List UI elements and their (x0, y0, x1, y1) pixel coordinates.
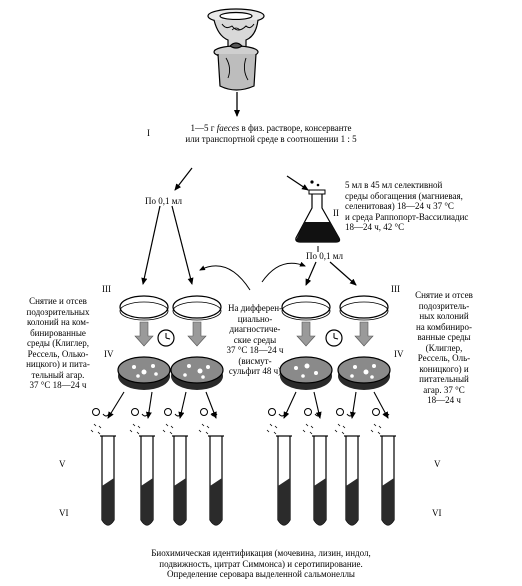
plate-row-iv (117, 356, 391, 390)
text-line: ванные среды (417, 332, 471, 342)
toilet-icon (207, 8, 265, 91)
step-ii-text: 5 мл в 45 мл селективной среды обогащени… (345, 180, 495, 233)
left-note: Снятие и отсев подозрительных колоний на… (18, 296, 98, 391)
center-note: На дифферен- циально- диагностиче- ские … (215, 303, 295, 377)
text-line: среды (Клиглер, (26, 338, 90, 348)
text-line: 5 мл в 45 мл селективной (345, 180, 443, 190)
test-tube-icon (276, 435, 292, 526)
text-line: коницкого) и (419, 363, 469, 374)
inoculation-loop-icon (129, 408, 149, 435)
text-line: (Клиглер, (425, 342, 463, 353)
petri-dish-colonies-icon (337, 356, 391, 390)
test-tube-icon (100, 435, 116, 526)
clock-icon (325, 329, 343, 347)
text-line: подозрительных (26, 306, 90, 317)
step-i-text: 1—5 г faeces в физ. растворе, консервант… (158, 123, 384, 144)
inoculation-loop-icon (302, 408, 322, 435)
text-line: и среда Раппопорт-Вассилиадис (345, 211, 469, 222)
petri-dish-icon (339, 295, 389, 321)
step-i-text-line2: или транспортной среде в соотношении 1 :… (185, 133, 357, 144)
petri-dish-colonies-icon (279, 356, 333, 390)
row-iii-numeral-right: III (391, 284, 400, 294)
test-tube-row (90, 408, 396, 526)
text-line: 37 °С 18—24 ч (29, 380, 87, 390)
row-v-numeral-left: V (59, 459, 66, 469)
aliquot-left-label: По 0,1 мл (145, 196, 182, 206)
text-line: на комбиниро- (415, 321, 473, 332)
step-i-faeces-word: faeces (216, 123, 240, 133)
row-iii-numeral-left: III (102, 284, 111, 294)
test-tube-icon (380, 435, 396, 526)
row-iv-numeral-right: IV (394, 349, 404, 359)
step-i-text-part: 1—5 г (190, 123, 217, 133)
text-line: селенитовая) 18—24 ч 37 °С (345, 201, 454, 211)
footer-text: Биохимическая идентификация (мочевина, л… (111, 548, 411, 580)
text-line: ных колоний (419, 311, 469, 321)
text-line: подвижность, цитрат Симмонса) и серотипи… (159, 558, 363, 569)
enrichment-flask-icon (295, 180, 341, 243)
petri-dish-icon (281, 295, 331, 321)
test-tube-icon (139, 435, 155, 526)
clock-icon (157, 329, 175, 347)
petri-dish-icon (172, 295, 222, 321)
step-i-text-part: в физ. растворе, консерванте (239, 123, 352, 133)
text-line: циально- (237, 313, 273, 324)
text-line: подозритель- (418, 300, 470, 311)
text-line: тельный агар. (31, 369, 85, 380)
petri-dish-colonies-icon (117, 356, 171, 390)
step-i-numeral: I (147, 128, 150, 138)
row-iv-numeral-left: IV (104, 349, 114, 359)
text-line: ские среды (233, 334, 277, 345)
text-line: среды обогащения (магниевая, (345, 190, 463, 201)
test-tube-icon (312, 435, 328, 526)
text-line: 37 °С 18—24 ч (226, 345, 284, 355)
row-v-numeral-right: V (434, 459, 441, 469)
text-line: 18—24 ч (427, 395, 461, 405)
inoculation-loop-icon (370, 408, 390, 435)
text-line: Биохимическая идентификация (мочевина, л… (151, 548, 371, 558)
text-line: Определение серовара выделенной сальмоне… (167, 569, 355, 579)
text-line: бинированные (30, 327, 86, 338)
text-line: Снятие и отсев (415, 290, 473, 300)
text-line: агар. 37 °С (423, 384, 465, 395)
test-tube-icon (172, 435, 188, 526)
inoculation-loop-icon (198, 408, 218, 435)
test-tube-icon (208, 435, 224, 526)
right-note: Снятие и отсев подозритель- ных колоний … (404, 290, 484, 406)
text-line: сульфит 48 ч) (228, 366, 282, 376)
step-ii-numeral: II (333, 208, 339, 218)
text-line: Снятие и отсев (29, 296, 87, 306)
aliquot-right-label: По 0,1 мл (306, 251, 343, 261)
text-line: Рессель, Оль- (417, 353, 471, 363)
text-line: На дифферен- (227, 303, 283, 313)
text-line: колоний на ком- (27, 317, 89, 327)
petri-dish-icon (119, 295, 169, 321)
inoculation-loop-icon (90, 408, 110, 435)
text-line: (висмут- (238, 355, 272, 366)
text-line: ницкого) и пита- (26, 359, 90, 369)
inoculation-loop-icon (162, 408, 182, 435)
text-line: 18—24 ч, 42 °С (345, 222, 405, 232)
test-tube-icon (344, 435, 360, 526)
inoculation-loop-icon (266, 408, 286, 435)
text-line: диагностиче- (229, 324, 281, 334)
plate-row-iii (119, 295, 389, 321)
inoculation-loop-icon (334, 408, 354, 435)
petri-dish-colonies-icon (170, 356, 224, 390)
row-vi-numeral-left: VI (59, 508, 69, 518)
text-line: питательный (419, 374, 469, 384)
row-vi-numeral-right: VI (432, 508, 442, 518)
text-line: Рессель, Олько- (27, 348, 89, 359)
